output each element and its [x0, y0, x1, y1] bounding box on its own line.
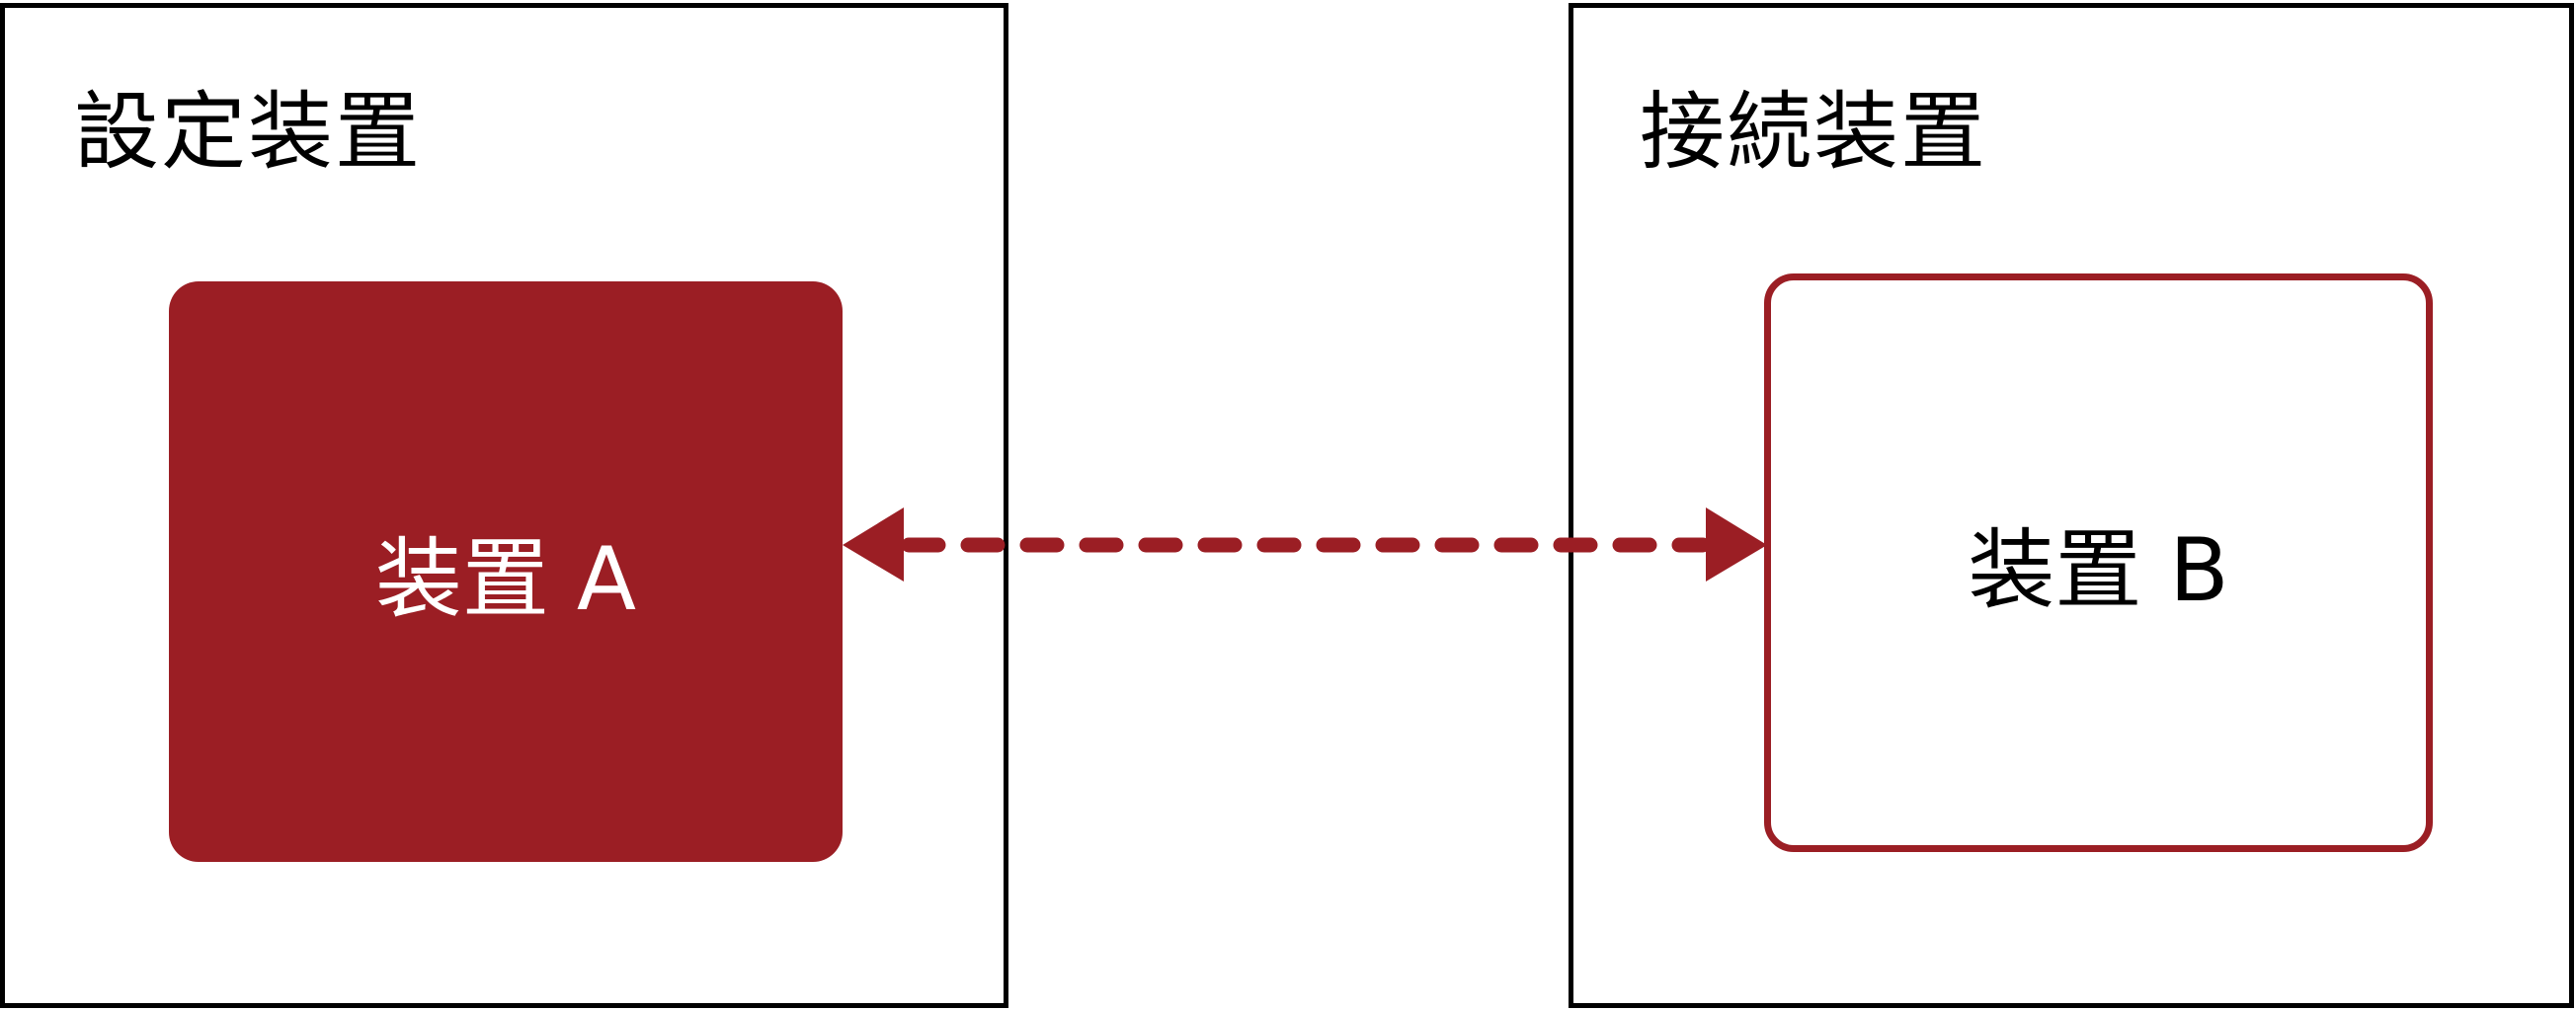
arrowhead-right: [1706, 507, 1767, 582]
group-title: 設定装置: [74, 83, 422, 182]
device-a-node: 装置 A: [169, 281, 843, 862]
device-label: 装置 A: [374, 527, 637, 630]
device-label: 装置 B: [1968, 518, 2229, 621]
device-b-node: 装置 B: [1764, 273, 2433, 852]
arrowhead-left: [843, 507, 904, 582]
group-title: 接続装置: [1640, 83, 1987, 182]
connected-device-group: 接続装置: [1569, 3, 2574, 1008]
setting-device-group: 設定装置: [0, 3, 1008, 1008]
